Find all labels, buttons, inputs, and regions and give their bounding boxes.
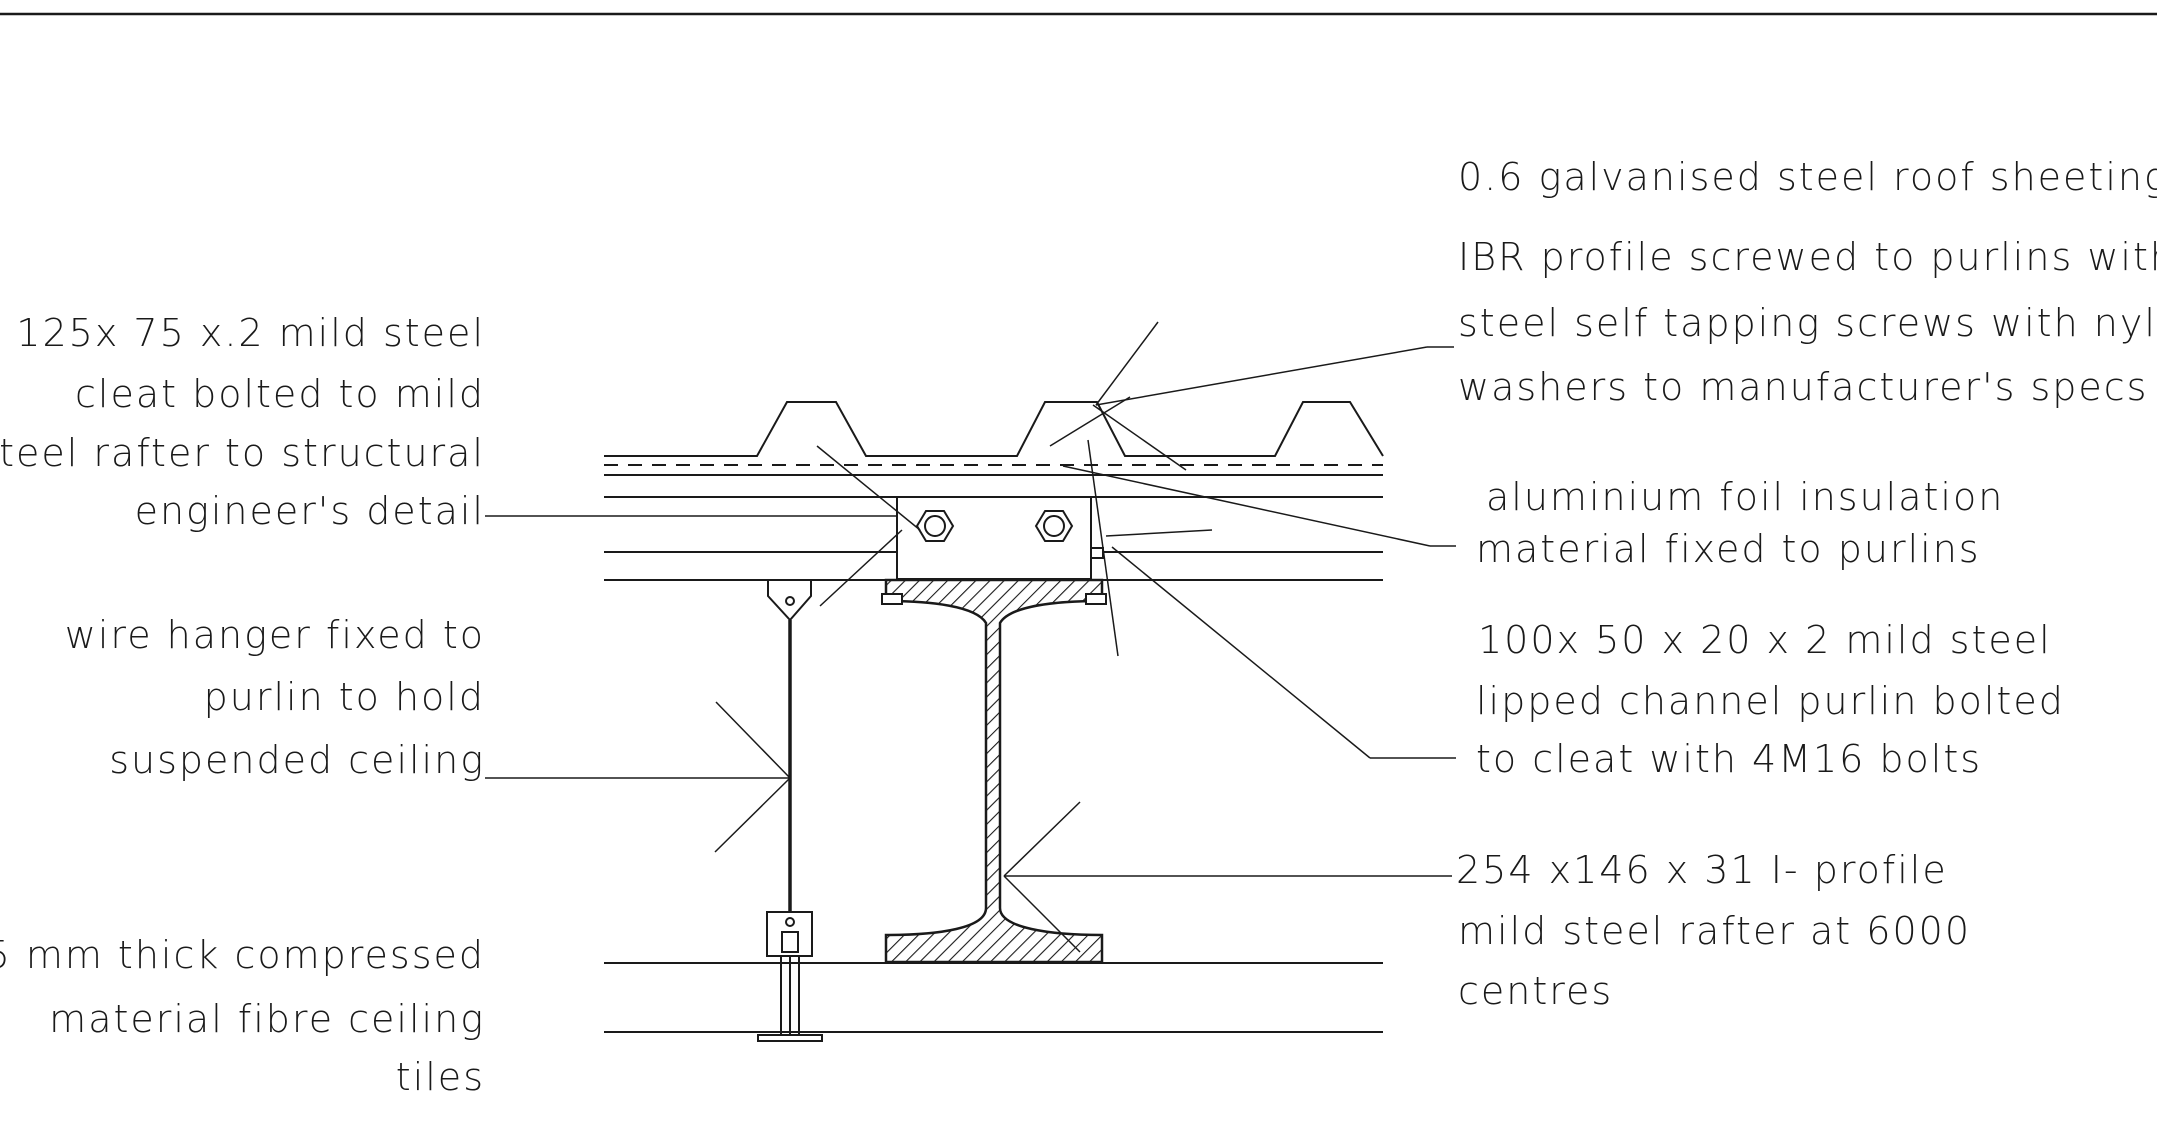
hanger-clip-inner bbox=[781, 931, 799, 953]
hanger-bracket bbox=[767, 579, 812, 622]
label-roof-sheeting: 0.6 galvanised steel roof sheeting bbox=[1458, 155, 2157, 199]
label-hanger-line1: wire hanger fixed to bbox=[64, 613, 485, 657]
bolt-left bbox=[915, 510, 955, 542]
label-ceiling-line3: tiles bbox=[395, 1055, 485, 1099]
bolt-right bbox=[1034, 510, 1074, 542]
top-flange-plate-right bbox=[1085, 593, 1107, 605]
label-rafter-line2: mild steel rafter at 6000 bbox=[1458, 909, 1971, 953]
label-rafter-line1: 254 x146 x 31 I- profile bbox=[1456, 848, 1948, 892]
top-flange-plate-left bbox=[881, 593, 903, 605]
label-ibr-line2: steel self tapping screws with nylon bbox=[1458, 301, 2157, 345]
label-ibr-line1: IBR profile screwed to purlins with bbox=[1458, 235, 2157, 279]
label-cleat-line1: 125x 75 x.2 mild steel bbox=[16, 311, 485, 355]
label-purlin-line2: lipped channel purlin bolted bbox=[1476, 679, 2065, 723]
label-ceiling-line1: 15 mm thick compressed bbox=[0, 933, 485, 977]
label-foil-line1: aluminium foil insulation bbox=[1486, 475, 2005, 519]
t-runner-flange bbox=[757, 1034, 823, 1042]
tick-marks bbox=[714, 396, 1213, 953]
hanger-bracket-hole bbox=[785, 596, 795, 606]
label-cleat-line4: engineer's detail bbox=[134, 489, 485, 533]
hanger-clip-hole bbox=[785, 917, 795, 927]
label-cleat-line3: steel rafter to structural bbox=[0, 431, 485, 475]
label-hanger-line3: suspended ceiling bbox=[109, 738, 485, 782]
leader-lines bbox=[485, 321, 1456, 877]
label-purlin-line1: 100x 50 x 20 x 2 mild steel bbox=[1478, 618, 2052, 662]
label-hanger-line2: purlin to hold bbox=[203, 675, 485, 719]
purlin-lip bbox=[1090, 547, 1104, 559]
hanger-clip bbox=[766, 911, 813, 957]
label-ibr-line3: washers to manufacturer's specs bbox=[1458, 365, 2149, 409]
label-ceiling-line2: material fibre ceiling bbox=[49, 997, 485, 1041]
label-foil-line2: material fixed to purlins bbox=[1476, 527, 1981, 571]
label-purlin-line3: to cleat with 4M16 bolts bbox=[1476, 737, 1983, 781]
label-rafter-line3: centres bbox=[1458, 969, 1614, 1013]
i-beam-rafter bbox=[884, 578, 1104, 964]
roof-sheeting-profile bbox=[604, 401, 1384, 457]
label-cleat-line2: cleat bolted to mild bbox=[75, 372, 485, 416]
